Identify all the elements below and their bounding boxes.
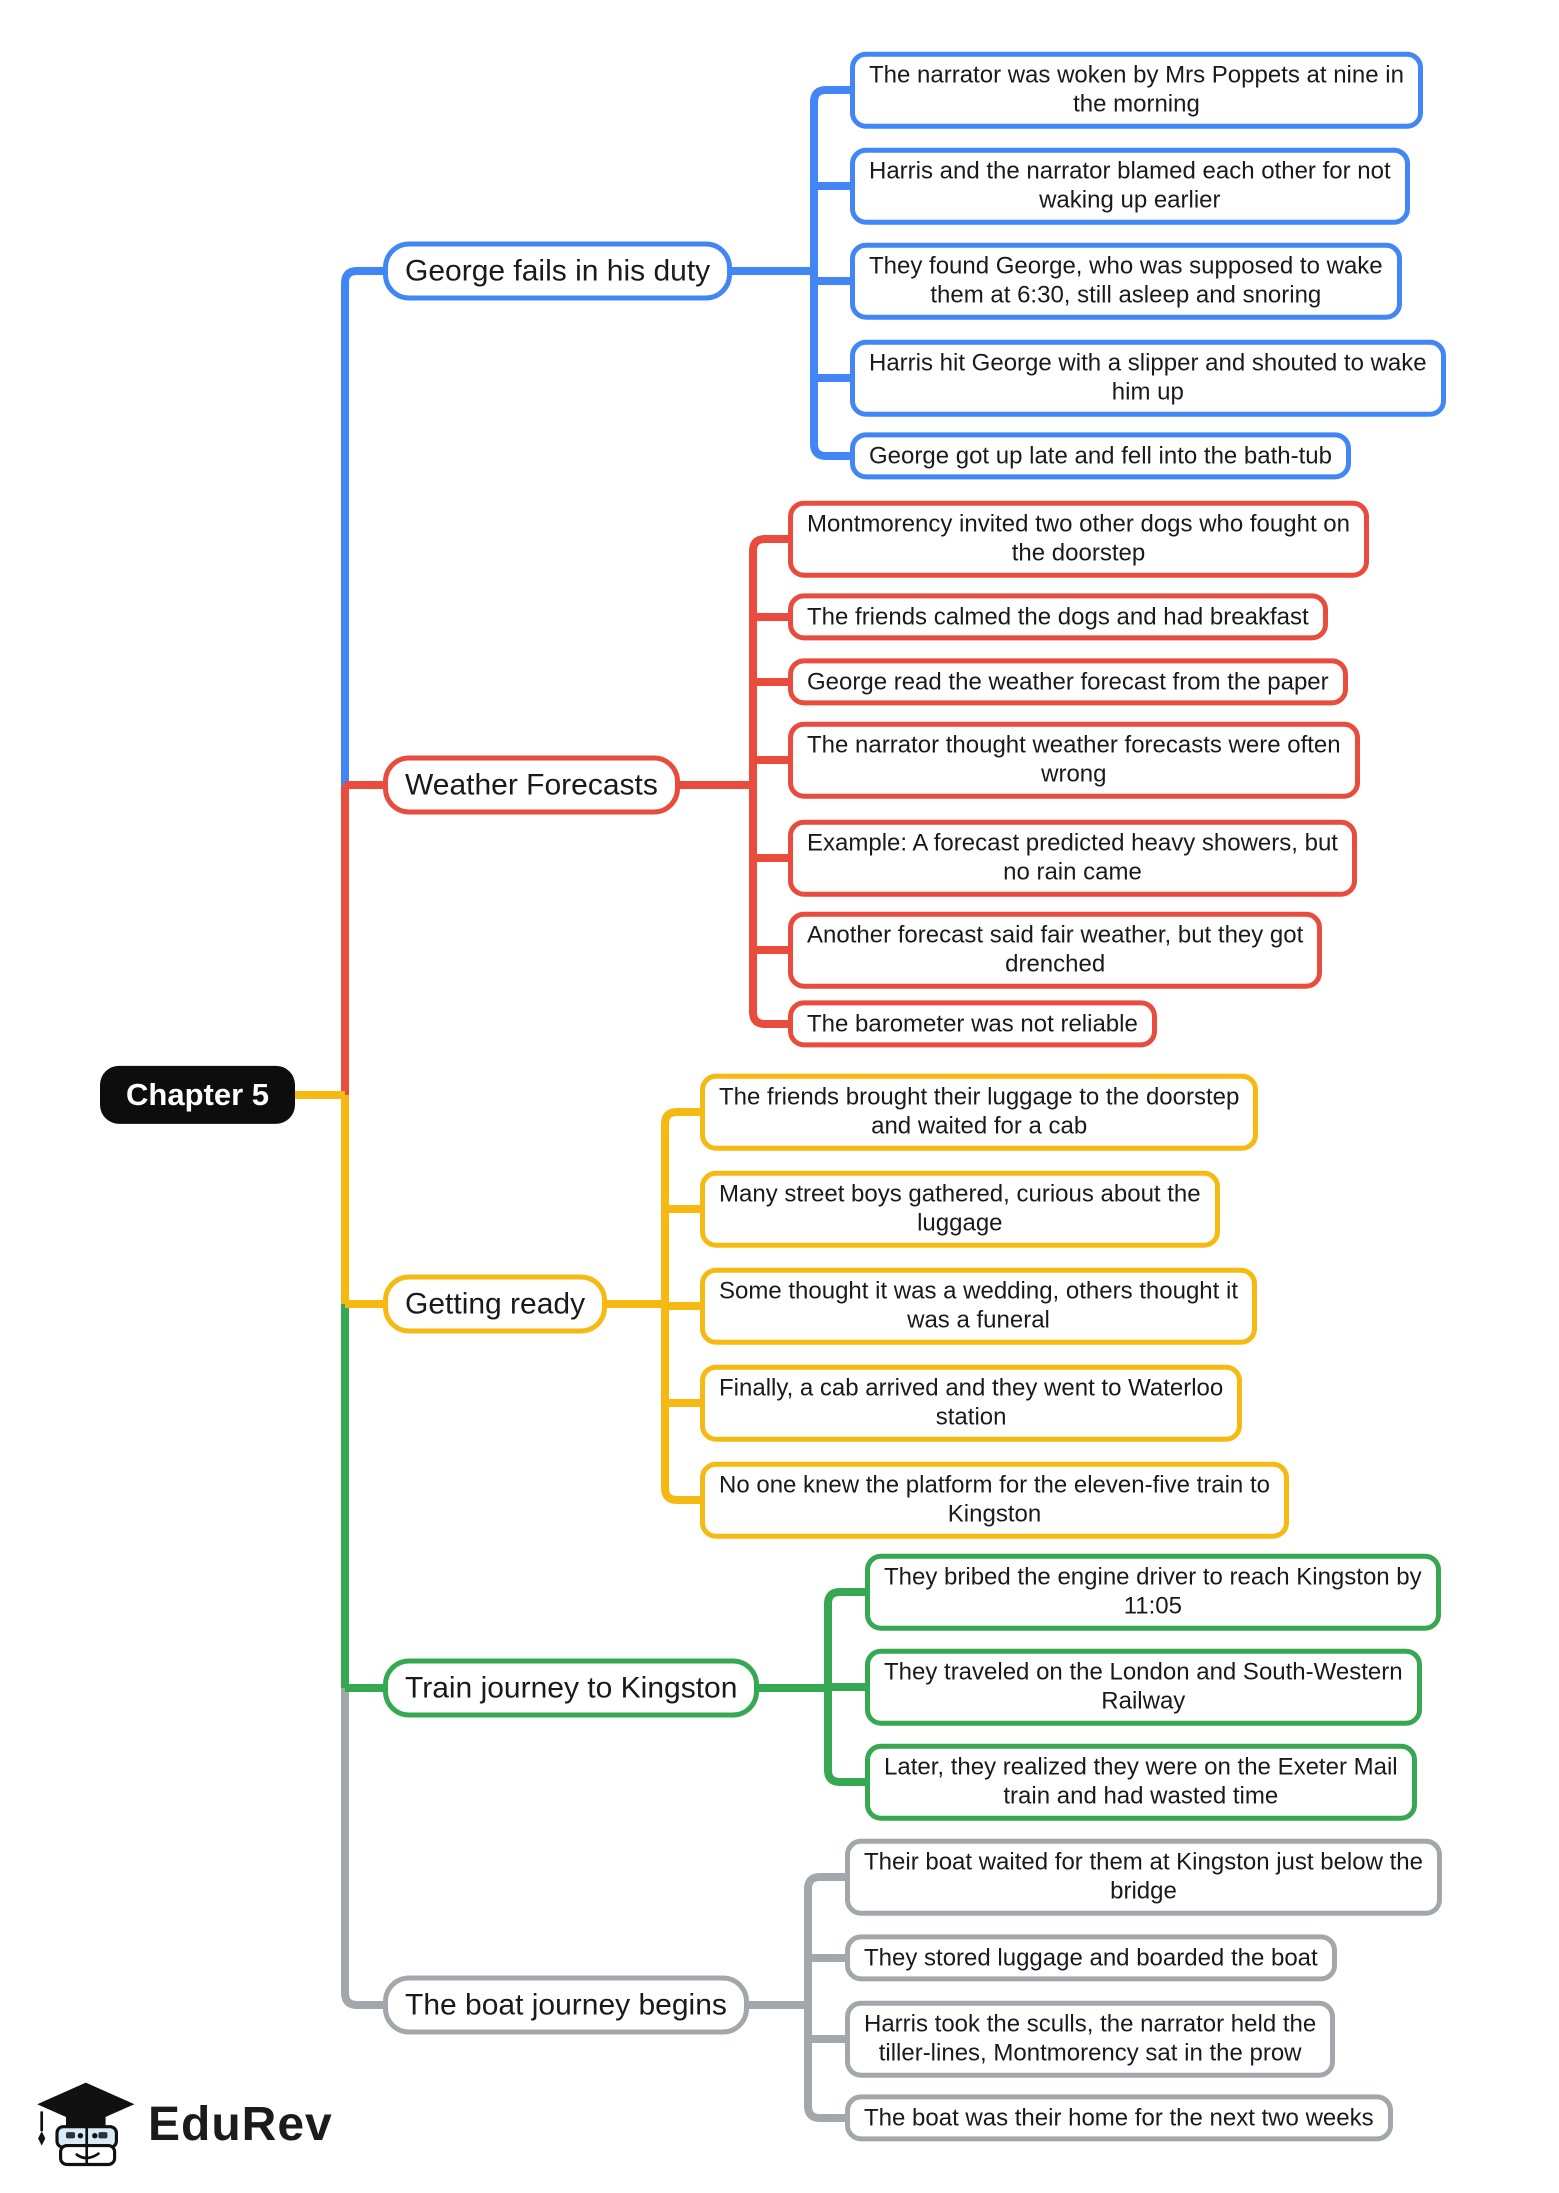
child-node-weather-forecasts-5: Example: A forecast predicted heavy show…	[788, 819, 1357, 897]
child-node-boat-journey-2: They stored luggage and boarded the boat	[845, 1934, 1337, 1982]
connector-boat-journey-child-trunk	[804, 1873, 865, 2122]
connector-george-fails-child-trunk	[810, 86, 870, 460]
branch-label-boat-journey: The boat journey begins	[383, 1975, 749, 2035]
right-pupil	[92, 2133, 98, 2139]
branch-label-getting-ready: Getting ready	[383, 1274, 608, 1334]
child-node-george-fails-1: The narrator was woken by Mrs Poppets at…	[850, 51, 1423, 129]
child-node-george-fails-4: Harris hit George with a slipper and sho…	[850, 339, 1446, 417]
child-node-train-journey-3: Later, they realized they were on the Ex…	[865, 1743, 1417, 1821]
child-node-boat-journey-1: Their boat waited for them at Kingston j…	[845, 1838, 1442, 1916]
child-node-george-fails-5: George got up late and fell into the bat…	[850, 432, 1351, 480]
child-node-weather-forecasts-2: The friends calmed the dogs and had brea…	[788, 593, 1328, 641]
left-eye	[66, 2132, 75, 2139]
branch-label-george-fails: George fails in his duty	[383, 241, 733, 301]
edurev-logo-text: EduRev	[148, 2097, 333, 2151]
child-node-weather-forecasts-6: Another forecast said fair weather, but …	[788, 911, 1323, 989]
left-pupil	[77, 2133, 84, 2139]
edurev-logo-icon	[37, 2082, 135, 2167]
main-trunk-george-fails	[341, 267, 413, 785]
child-node-weather-forecasts-3: George read the weather forecast from th…	[788, 658, 1348, 706]
tassel-end	[38, 2131, 46, 2146]
edurev-logo: EduRev	[30, 2078, 333, 2170]
mortarboard-top	[37, 2082, 135, 2126]
child-node-boat-journey-4: The boat was their home for the next two…	[845, 2094, 1393, 2142]
smile	[75, 2152, 100, 2160]
child-node-train-journey-2: They traveled on the London and South-We…	[865, 1648, 1422, 1726]
main-trunk-boat-journey	[341, 1688, 413, 2009]
child-node-weather-forecasts-1: Montmorency invited two other dogs who f…	[788, 500, 1369, 578]
child-node-getting-ready-1: The friends brought their luggage to the…	[700, 1073, 1259, 1151]
child-node-getting-ready-2: Many street boys gathered, curious about…	[700, 1170, 1220, 1248]
branch-label-weather-forecasts: Weather Forecasts	[383, 755, 680, 815]
child-node-weather-forecasts-7: The barometer was not reliable	[788, 1000, 1157, 1048]
child-node-george-fails-3: They found George, who was supposed to w…	[850, 242, 1402, 320]
child-node-george-fails-2: Harris and the narrator blamed each othe…	[850, 147, 1410, 225]
child-node-train-journey-1: They bribed the engine driver to reach K…	[865, 1553, 1441, 1631]
child-node-getting-ready-4: Finally, a cab arrived and they went to …	[700, 1364, 1243, 1442]
child-node-getting-ready-3: Some thought it was a wedding, others th…	[700, 1267, 1257, 1345]
branch-label-train-journey: Train journey to Kingston	[383, 1658, 760, 1718]
right-eye	[98, 2132, 108, 2139]
child-node-getting-ready-5: No one knew the platform for the eleven-…	[700, 1461, 1289, 1539]
child-node-weather-forecasts-4: The narrator thought weather forecasts w…	[788, 721, 1360, 799]
root-node-chapter-5: Chapter 5	[100, 1065, 295, 1125]
child-node-boat-journey-3: Harris took the sculls, the narrator hel…	[845, 2000, 1336, 2078]
connector-weather-forecasts-child-trunk	[749, 535, 808, 1028]
